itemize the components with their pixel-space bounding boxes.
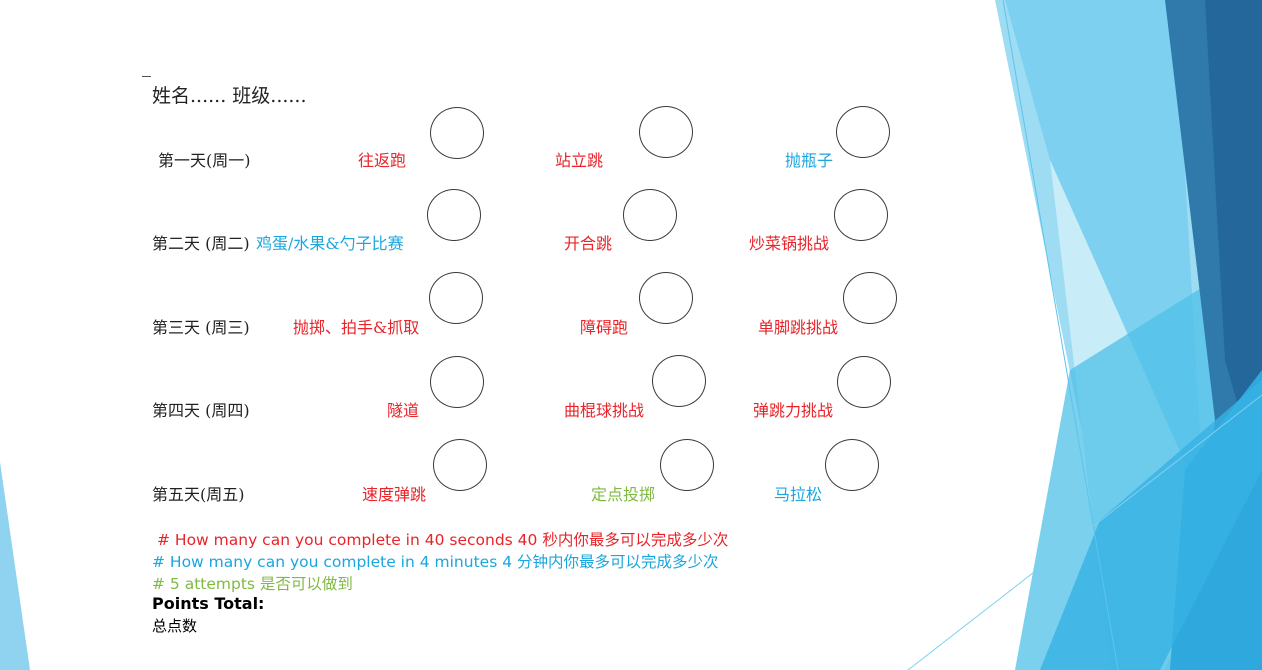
day-4-score-circle-1[interactable] bbox=[430, 356, 484, 408]
day-3-activity-1: 抛掷、拍手&抓取 bbox=[293, 318, 420, 337]
day-1-activity-1: 往返跑 bbox=[358, 151, 407, 170]
day-3-activity-3: 单脚跳挑战 bbox=[758, 318, 839, 337]
day-5-score-circle-1[interactable] bbox=[433, 439, 487, 491]
day-4-activity-1: 隧道 bbox=[387, 401, 420, 420]
day-2-score-circle-3[interactable] bbox=[834, 189, 888, 241]
day-2-label: 第二天 (周二) bbox=[152, 234, 250, 253]
day-1-score-circle-3[interactable] bbox=[836, 106, 890, 158]
day-4-score-circle-2[interactable] bbox=[652, 355, 706, 407]
legend-4-minutes: # How many can you complete in 4 minutes… bbox=[152, 553, 719, 571]
day-1-score-circle-2[interactable] bbox=[639, 106, 693, 158]
legend-5-attempts: # 5 attempts 是否可以做到 bbox=[152, 575, 353, 593]
day-1-activity-2: 站立跳 bbox=[555, 151, 604, 170]
right-panel-navy bbox=[1205, 0, 1262, 490]
day-5-activity-2: 定点投掷 bbox=[591, 485, 656, 504]
points-total-title: Points Total: bbox=[152, 594, 265, 613]
day-2-score-circle-1[interactable] bbox=[427, 189, 481, 241]
day-5-score-circle-2[interactable] bbox=[660, 439, 714, 491]
diagonal-line-2 bbox=[907, 394, 1262, 670]
day-1-score-circle-1[interactable] bbox=[430, 107, 484, 159]
day-1-activity-3: 抛瓶子 bbox=[785, 151, 834, 170]
diagonal-line-1 bbox=[1002, 0, 1119, 670]
day-2-activity-2: 开合跳 bbox=[564, 234, 613, 253]
left-sliver-shape bbox=[0, 462, 30, 670]
text-cursor-mark bbox=[142, 76, 151, 77]
right-panel-sky bbox=[1040, 380, 1262, 670]
day-3-activity-2: 障碍跑 bbox=[580, 318, 629, 337]
day-3-score-circle-2[interactable] bbox=[639, 272, 693, 324]
day-5-label: 第五天(周五) bbox=[152, 485, 245, 504]
day-3-score-circle-3[interactable] bbox=[843, 272, 897, 324]
day-4-activity-2: 曲棍球挑战 bbox=[564, 401, 645, 420]
day-5-activity-3: 马拉松 bbox=[774, 485, 823, 504]
day-3-score-circle-1[interactable] bbox=[429, 272, 483, 324]
day-2-activity-3: 炒菜锅挑战 bbox=[749, 234, 830, 253]
day-3-label: 第三天 (周三) bbox=[152, 318, 250, 337]
day-1-label: 第一天(周一) bbox=[158, 151, 251, 170]
day-2-activity-1: 鸡蛋/水果&勺子比赛 bbox=[256, 234, 404, 253]
day-2-score-circle-2[interactable] bbox=[623, 189, 677, 241]
day-4-label: 第四天 (周四) bbox=[152, 401, 250, 420]
day-5-score-circle-3[interactable] bbox=[825, 439, 879, 491]
day-4-score-circle-3[interactable] bbox=[837, 356, 891, 408]
day-4-activity-3: 弹跳力挑战 bbox=[753, 401, 834, 420]
name-class-line[interactable]: 姓名...... 班级...... bbox=[152, 85, 307, 107]
points-total-subtitle: 总点数 bbox=[152, 617, 198, 635]
day-5-activity-1: 速度弹跳 bbox=[362, 485, 427, 504]
legend-40-seconds: # How many can you complete in 40 second… bbox=[157, 531, 729, 549]
